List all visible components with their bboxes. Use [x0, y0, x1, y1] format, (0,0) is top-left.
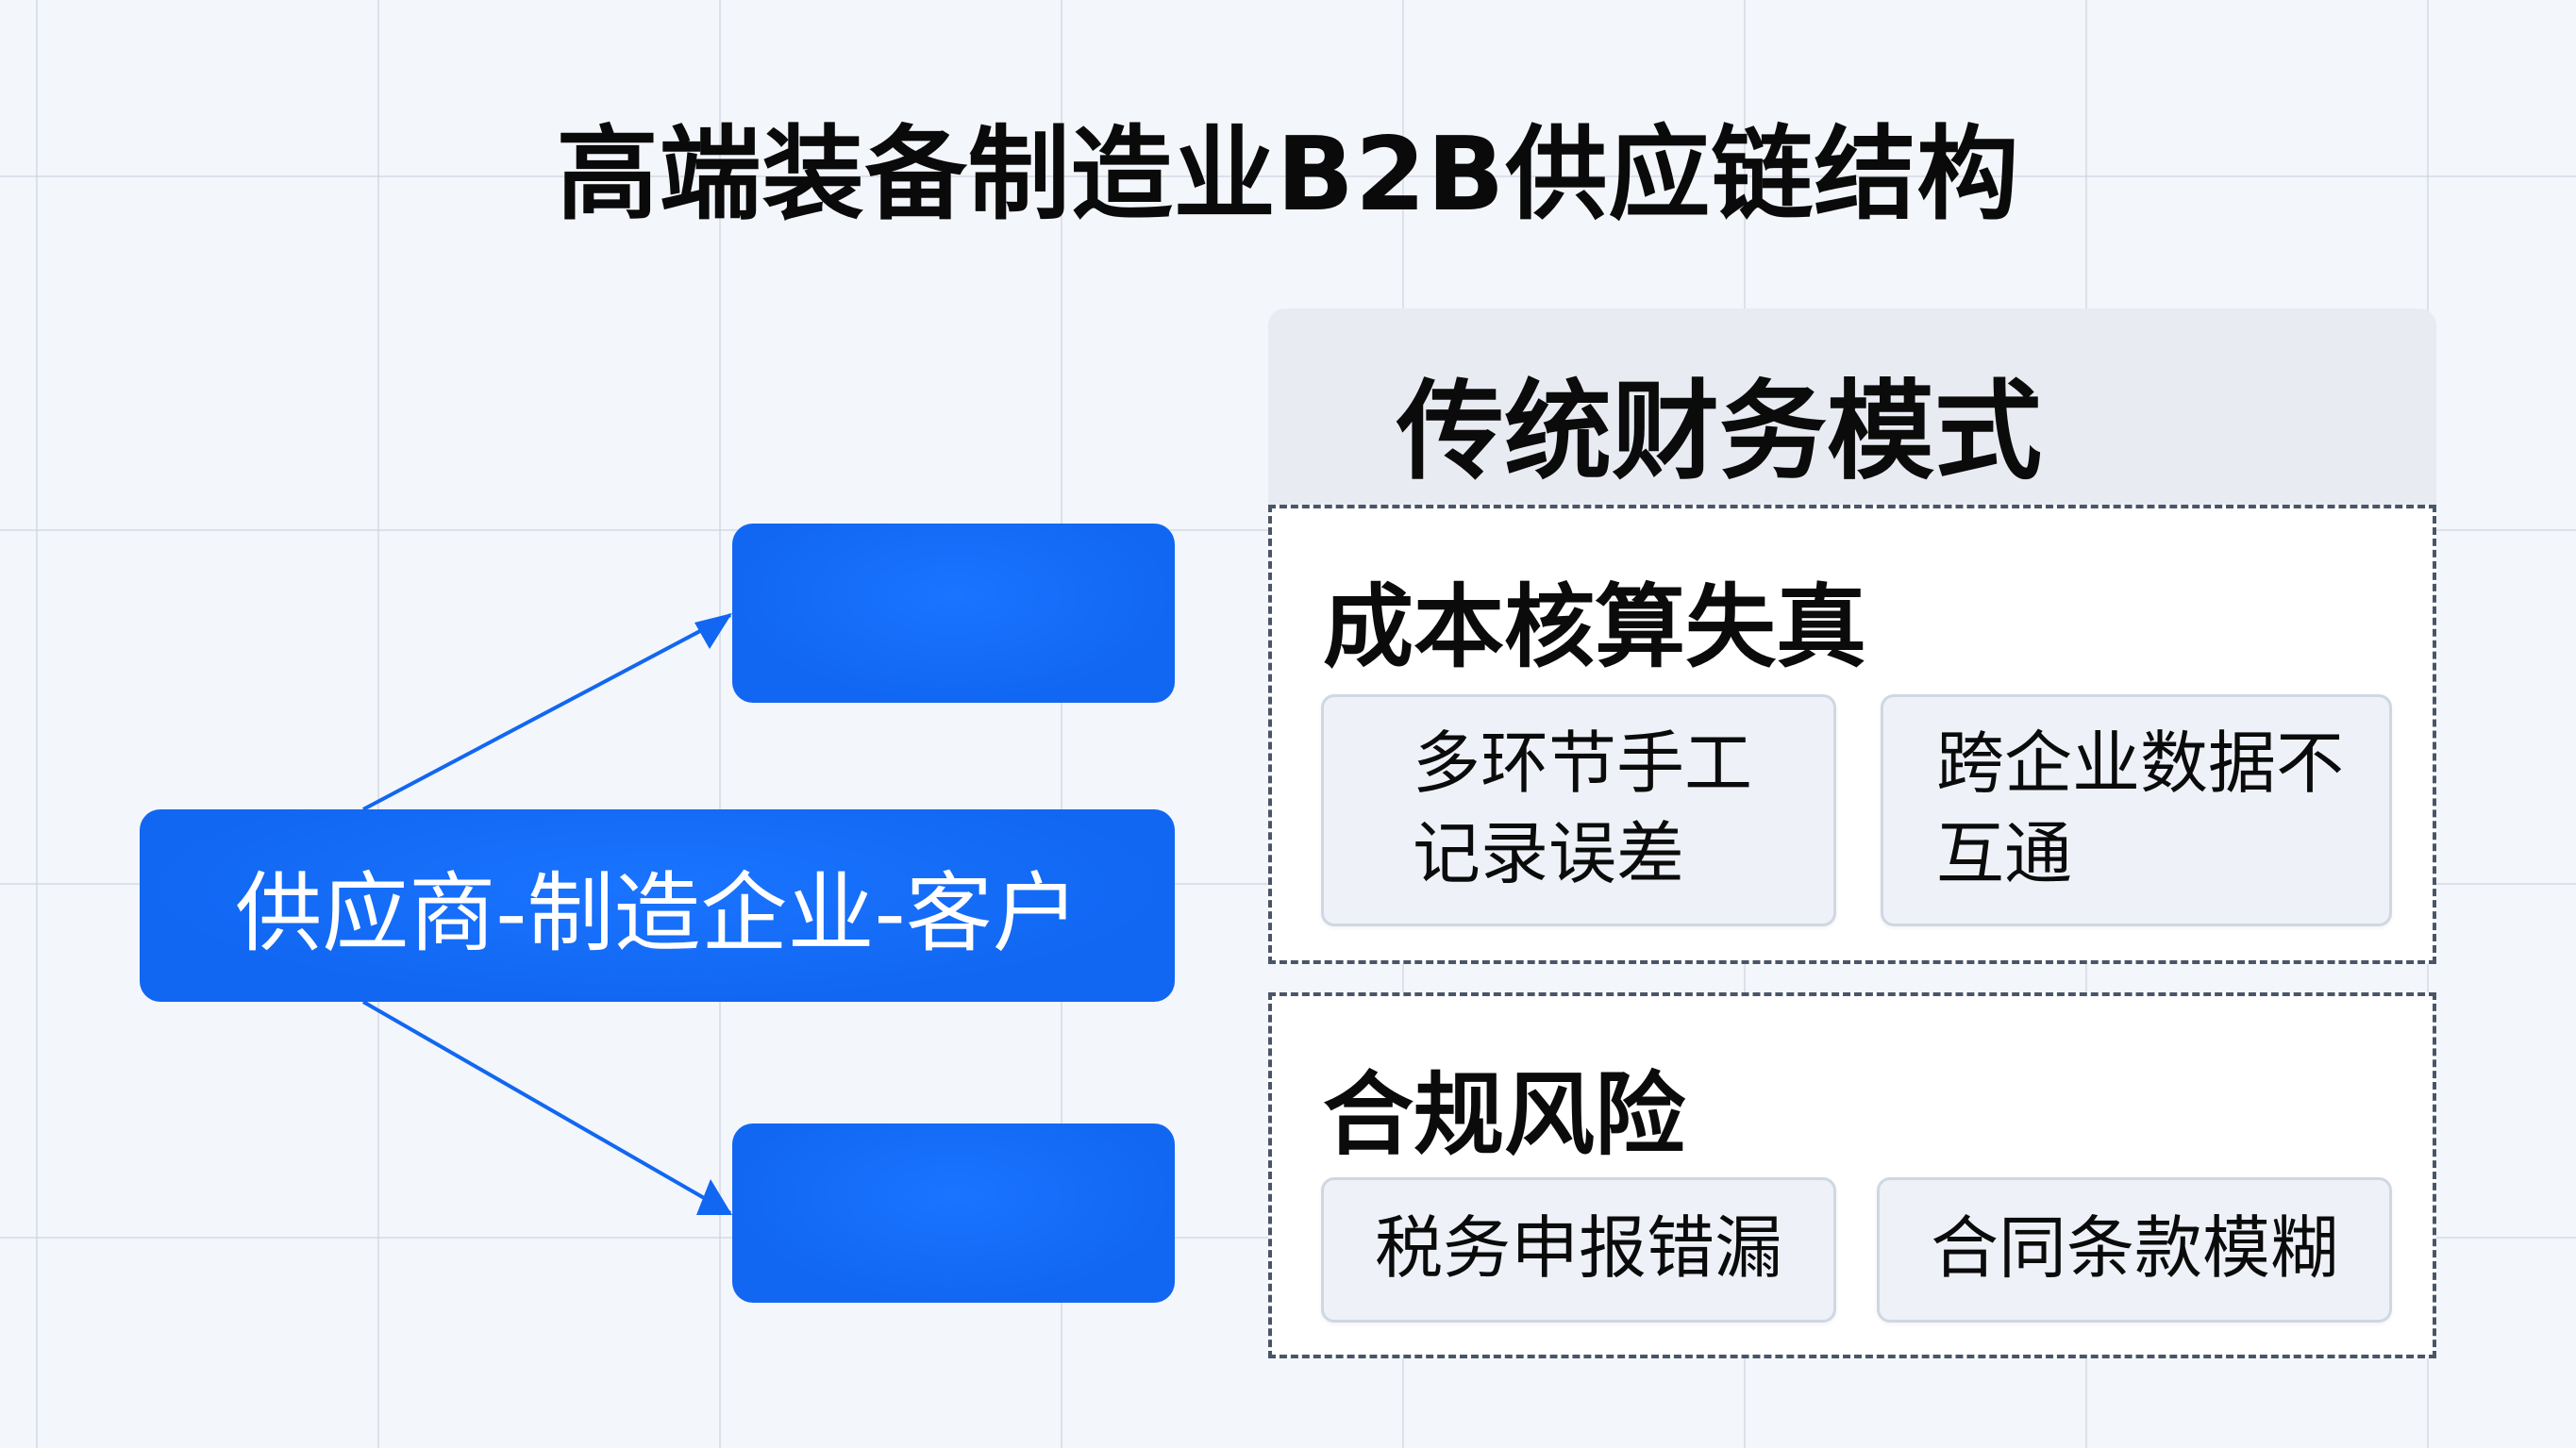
issue-card-label: 合同条款模糊: [1930, 1208, 2338, 1288]
arrow-to-bottom-node: [362, 1000, 731, 1215]
section-title: 合规风险: [1323, 1062, 1685, 1168]
panel-title: 传统财务模式: [1397, 369, 2043, 494]
diagram-title: 高端装备制造业B2B供应链结构: [556, 116, 2020, 234]
section-compliance-risk: 合规风险 税务申报错漏 合同条款模糊: [1268, 992, 2436, 1358]
bottom-node: [732, 1123, 1175, 1303]
supply-chain-center-node: 供应商-制造企业-客户: [140, 809, 1175, 1002]
issue-card: 税务申报错漏: [1321, 1177, 1836, 1323]
arrow-to-top-node: [362, 613, 731, 811]
issue-card: 合同条款模糊: [1877, 1177, 2392, 1323]
issue-card-label: 税务申报错漏: [1374, 1208, 1782, 1288]
issue-card-label: 跨企业数据不互通: [1936, 724, 2345, 893]
arrowhead-bottom-icon: [696, 1179, 732, 1215]
center-node-label: 供应商-制造企业-客户: [235, 862, 1079, 964]
panel-header: 传统财务模式: [1268, 308, 2436, 505]
arrowhead-top-icon: [694, 613, 732, 649]
section-title: 成本核算失真: [1323, 574, 1866, 680]
issue-card: 多环节手工记录误差: [1321, 694, 1836, 926]
issue-card: 跨企业数据不互通: [1881, 694, 2392, 926]
section-cost-accounting: 成本核算失真 多环节手工记录误差 跨企业数据不互通: [1268, 505, 2436, 964]
top-node: [732, 524, 1175, 703]
issue-card-label: 多环节手工记录误差: [1413, 724, 1753, 893]
